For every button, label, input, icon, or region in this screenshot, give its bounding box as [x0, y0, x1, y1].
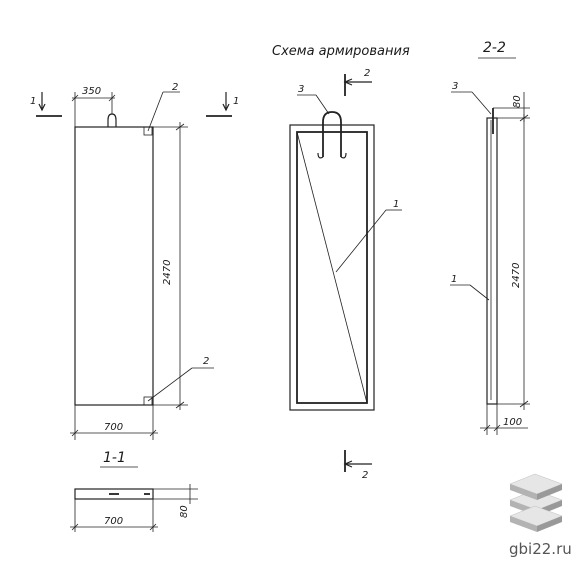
svg-text:1: 1: [233, 96, 239, 107]
scheme-title: Схема армирования: [272, 44, 410, 59]
scheme-callout-1: 1: [393, 199, 399, 210]
dim-side-top: 80: [512, 95, 523, 108]
rebar-diagonal: [296, 131, 368, 404]
dim-section-width: 700: [104, 516, 123, 527]
front-panel-outline: [74, 126, 154, 406]
side-panel-outline: [486, 117, 498, 405]
svg-text:1: 1: [30, 96, 36, 107]
section-2-2: 2-2 3 1 80 2470 100: [450, 40, 530, 435]
front-embed-bottom: [143, 396, 153, 406]
section-1-1-title: 1-1: [103, 450, 126, 466]
front-lifting-loop: [107, 113, 117, 127]
svg-text:2: 2: [364, 68, 370, 79]
stacked-slabs-icon: [509, 473, 563, 532]
watermark-text: gbi22.ru: [509, 540, 572, 558]
front-callout-bottom: 2: [203, 356, 209, 367]
dim-section-thickness: 80: [179, 505, 190, 518]
cut-marker-right: 1: [206, 92, 239, 117]
cut-marker-2-top: 2: [343, 68, 372, 96]
front-view: 350 2470 700 2 2 1 1: [30, 82, 239, 440]
dim-front-height: 2470: [162, 260, 173, 285]
lifting-loop: [322, 111, 342, 157]
rebar-cage: [296, 131, 368, 404]
cut-marker-left: 1: [30, 92, 62, 117]
scheme-panel-outline: [289, 124, 375, 411]
dim-side-thickness: 100: [503, 417, 522, 428]
section-2-2-title: 2-2: [483, 40, 506, 56]
watermark: gbi22.ru: [509, 473, 572, 558]
dim-side-height: 2470: [511, 263, 522, 288]
section-1-1: 1-1 700 80: [70, 450, 198, 532]
dim-front-width: 700: [104, 422, 123, 433]
cut-marker-2-bottom: 2: [343, 450, 372, 481]
side-callout-1: 1: [451, 274, 457, 285]
svg-text:2: 2: [362, 470, 368, 481]
side-callout-3: 3: [452, 81, 458, 92]
front-embed-top: [143, 126, 153, 136]
reinforcement-scheme: Схема армирования 3 1 2 2: [272, 44, 410, 481]
section-1-1-outline: [74, 488, 154, 500]
dim-hook-offset: 350: [82, 86, 101, 97]
scheme-callout-3: 3: [298, 84, 304, 95]
front-callout-top: 2: [172, 82, 178, 93]
